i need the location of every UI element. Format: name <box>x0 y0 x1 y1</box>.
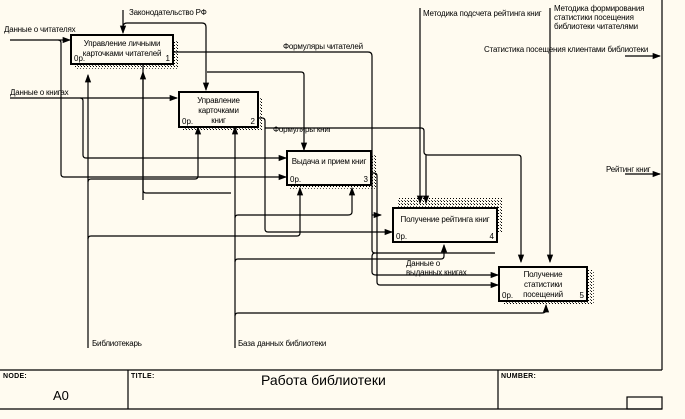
box-cost: 0р. <box>290 175 302 184</box>
arrow-book-forms <box>258 117 394 236</box>
diagram-frame <box>0 0 663 410</box>
box-number: 5 <box>579 291 584 300</box>
node-label: NODE: <box>3 373 28 380</box>
activity-box-1[interactable]: Управление личными карточками читателей … <box>70 34 174 65</box>
arrow-legislation <box>122 10 210 92</box>
label-book-forms: Формуляры книг <box>273 125 332 134</box>
box-title: Получение рейтинга книг <box>400 215 490 224</box>
box-title: Выдача и прием книг <box>291 157 367 166</box>
label-book-rating: Рейтинг книг <box>606 165 651 174</box>
number-label: NUMBER: <box>501 373 537 380</box>
box-number: 2 <box>250 117 255 126</box>
label-legislation: Законодательство РФ <box>129 8 207 17</box>
label-books-data: Данные о книгах <box>10 88 69 97</box>
box-cost: 0р. <box>74 54 86 63</box>
label-reader-forms: Формуляры читателей <box>283 42 363 51</box>
label-library-db: База данных библиотеки <box>238 339 327 348</box>
node-value: A0 <box>53 388 69 403</box>
activity-box-5[interactable]: Получение статистики посещений 0р. 5 <box>498 266 588 302</box>
box-cost: 0р. <box>396 232 408 241</box>
box-cost: 0р. <box>182 117 194 126</box>
box-number: 1 <box>165 54 170 63</box>
diagram-title: Работа библиотеки <box>261 372 386 388</box>
activity-box-4[interactable]: Получение рейтинга книг 0р. 4 <box>392 207 498 243</box>
label-issued-data-line2: выданных книгах <box>406 268 467 277</box>
activity-box-2[interactable]: Управление карточками книг 0р. 2 <box>178 91 259 128</box>
label-rating-method: Методика подсчета рейтинга книг <box>423 9 542 18</box>
label-stats-method-line3: библиотеки читателями <box>554 22 638 31</box>
label-visit-stats: Статистика посещения клиентами библиотек… <box>484 45 649 54</box>
box-cost: 0р. <box>502 291 514 300</box>
arrows <box>10 8 662 348</box>
label-stats-method-line2: статистики посещения <box>554 13 634 22</box>
box-title: Получение статистики посещений <box>523 270 563 299</box>
box-title: Управление карточками книг <box>197 96 240 125</box>
label-readers-data: Данные о читателях <box>4 25 76 34</box>
label-stats-method-line1: Методика формирования <box>554 4 645 13</box>
title-label: TITLE: <box>131 373 155 380</box>
box-number: 3 <box>363 175 368 184</box>
box-number: 4 <box>489 232 494 241</box>
label-issued-data-line1: Данные о <box>406 259 440 268</box>
label-librarian: Библиотекарь <box>92 339 142 348</box>
activity-box-3[interactable]: Выдача и прием книг 0р. 3 <box>286 150 372 186</box>
box-title: Управление личными карточками читателей <box>82 39 162 58</box>
